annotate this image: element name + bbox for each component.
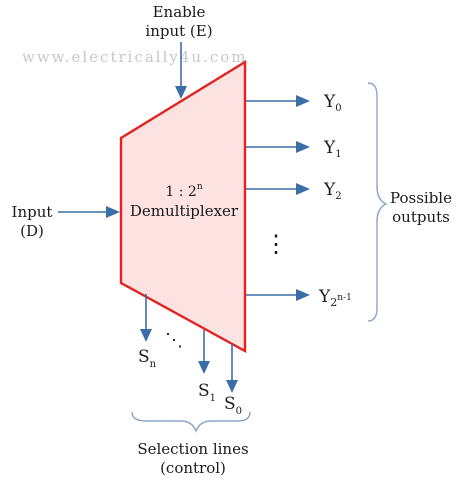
output-label-y0: Y0 [323,92,342,114]
selection-label-s1: S1 [198,381,216,404]
output-arrow-y2 [246,183,310,195]
data-input-arrow [58,206,120,218]
selection-ellipsis: ⋱ [165,330,183,351]
demux-ratio-label: 1 : 2n [165,182,202,200]
outputs-brace [367,82,388,322]
outputs-label-line1: Possible [390,189,452,207]
data-input-label-line2: (D) [20,222,44,240]
selection-label-s0: S0 [224,394,242,417]
enable-input-label-line2: input (E) [145,22,212,40]
output-arrow-y1 [246,141,310,153]
watermark: www.electrically4u.com [22,48,248,66]
output-arrow-y0 [246,95,310,107]
data-input-label-line1: Input [12,203,53,221]
outputs-label-line2: outputs [392,208,450,226]
output-label-y2n-1: Y2n-1 [318,287,352,309]
selection-label-sn: Sn [138,347,157,370]
selection-arrow-s1 [198,330,210,374]
selection-label-line2: (control) [160,459,226,477]
output-ellipsis: ⋮ [264,230,288,258]
demux-block [119,59,247,354]
output-arrow-y2n-1 [246,289,310,301]
selection-label-line1: Selection lines [137,440,248,458]
enable-input-arrow [175,42,187,99]
selection-arrow-s0 [226,344,238,393]
demux-name-label: Demultiplexer [130,202,239,220]
enable-input-label-line1: Enable [153,3,206,21]
output-label-y1: Y1 [323,138,342,160]
output-label-y2: Y2 [323,180,342,202]
selection-arrow-sn [140,294,152,342]
selection-brace [131,411,251,433]
